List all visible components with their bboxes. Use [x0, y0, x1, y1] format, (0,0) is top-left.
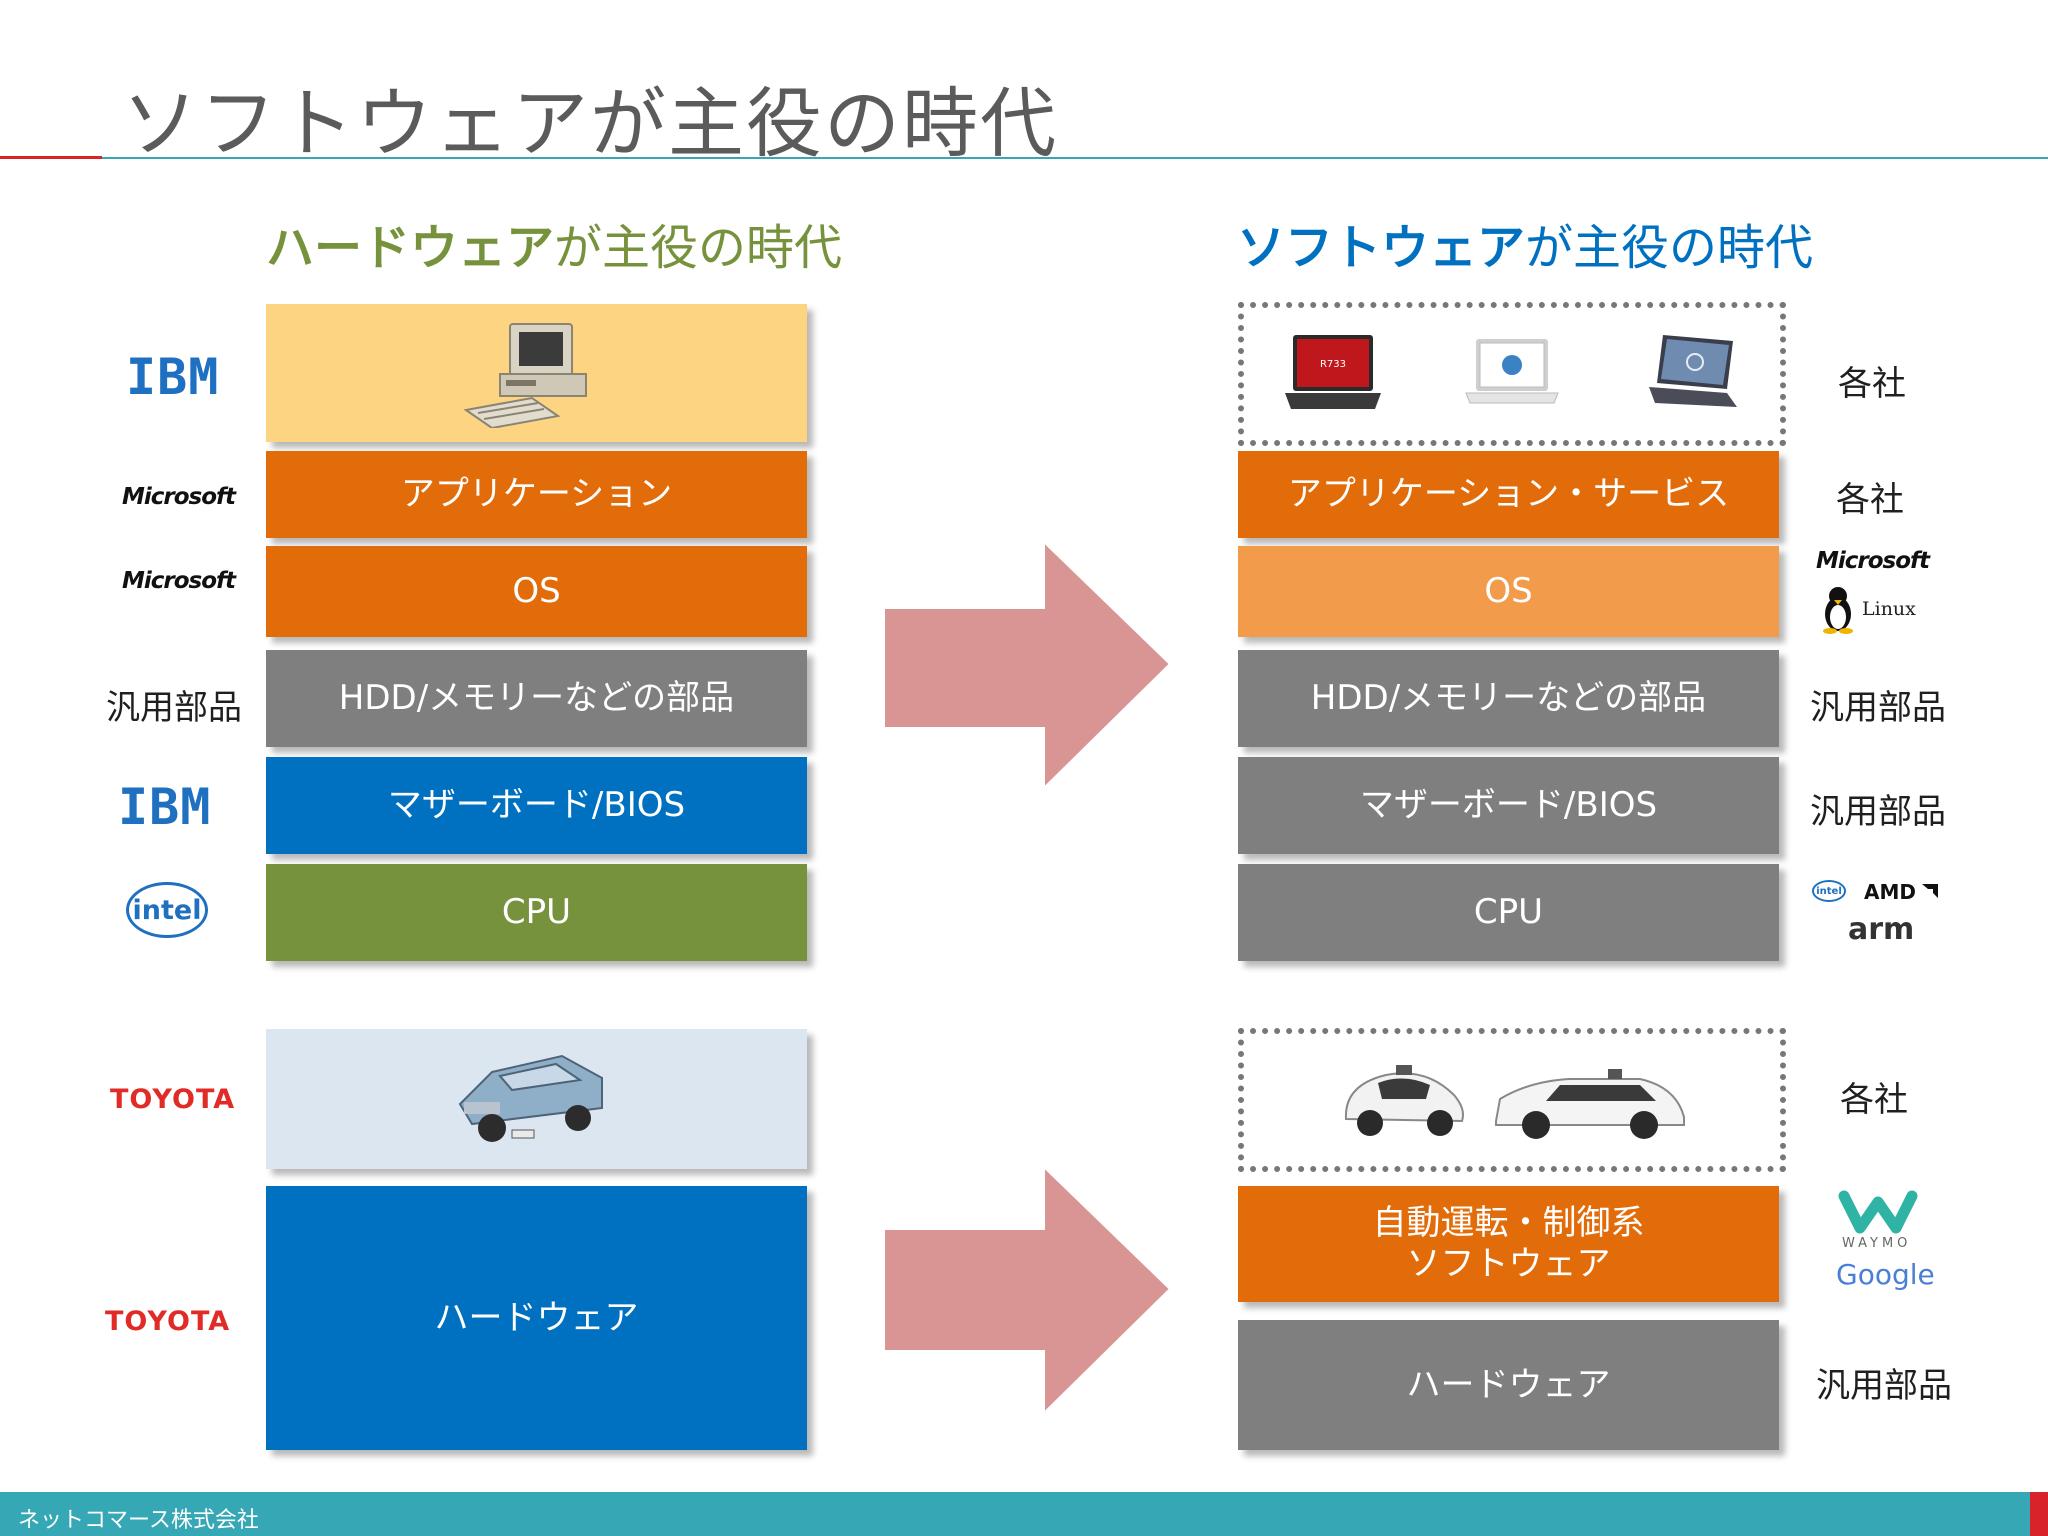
maker-generic-parts: 汎用部品	[1810, 792, 1946, 832]
google-logo: Google	[1836, 1258, 1935, 1291]
layer-label: HDD/メモリーなどの部品	[338, 678, 735, 719]
footer-company-name: ネットコマース株式会社	[18, 1508, 259, 1533]
right-heading-bold: ソフトウェア	[1237, 220, 1526, 276]
left-layer-os: OS	[266, 546, 807, 637]
layer-label: ハードウェア	[1406, 1364, 1611, 1405]
vintage-car-icon	[458, 1054, 603, 1142]
left-layer-car-hardware: ハードウェア	[266, 1186, 807, 1450]
laptop-red-icon: R733	[1285, 335, 1382, 409]
right-layer-autonomous-software: 自動運転・制御系 ソフトウェア	[1238, 1186, 1779, 1302]
right-layer-car-hardware: ハードウェア	[1238, 1320, 1779, 1450]
ibm-logo: IBM	[126, 348, 220, 406]
left-heading-bold: ハードウェア	[266, 220, 555, 276]
microsoft-logo: Microsoft	[122, 484, 236, 510]
linux-logo-text: Linux	[1862, 598, 1916, 620]
left-layer-application: アプリケーション	[266, 451, 807, 538]
right-laptops-box: R733	[1238, 302, 1786, 446]
title-rule-accent	[0, 156, 102, 159]
transition-arrow-pc	[883, 540, 1172, 790]
right-layer-parts: HDD/メモリーなどの部品	[1238, 650, 1779, 747]
left-heading: ハードウェアが主役の時代	[266, 208, 842, 278]
maker-generic-parts: 汎用部品	[1816, 1366, 1952, 1406]
layer-label: CPU	[1473, 892, 1544, 933]
maker-generic-parts: 汎用部品	[1810, 688, 1946, 728]
right-layer-motherboard: マザーボード/BIOS	[1238, 757, 1779, 854]
maker-various: 各社	[1838, 364, 1906, 404]
left-heading-rest: が主役の時代	[554, 220, 843, 276]
layer-label: OS	[1484, 571, 1533, 612]
microsoft-logo: Microsoft	[122, 568, 236, 594]
waymo-minivan-icon	[1495, 1069, 1685, 1139]
toyota-logo: TOYOTA	[105, 1306, 231, 1337]
transition-arrow-car	[883, 1165, 1172, 1415]
layer-label-line1: 自動運転・制御系	[1372, 1203, 1645, 1244]
layer-label: マザーボード/BIOS	[1359, 785, 1658, 826]
vintage-pc-icon	[462, 323, 587, 428]
maker-various: 各社	[1840, 1080, 1908, 1120]
layer-label: マザーボード/BIOS	[387, 785, 686, 826]
intel-logo-text: intel	[132, 894, 202, 926]
right-heading: ソフトウェアが主役の時代	[1237, 208, 1813, 278]
footer-accent	[2030, 1492, 2048, 1536]
layer-label: アプリケーション・サービス	[1287, 474, 1730, 515]
layer-label: OS	[512, 571, 561, 612]
amd-arrow-icon	[1922, 884, 1938, 898]
page-title: ソフトウェアが主役の時代	[122, 79, 1058, 168]
laptop-dell-icon	[1648, 335, 1737, 407]
left-layer-parts: HDD/メモリーなどの部品	[266, 650, 807, 747]
title-rule	[102, 157, 2048, 159]
layer-label: HDD/メモリーなどの部品	[1310, 678, 1707, 719]
right-layer-cpu: CPU	[1238, 864, 1779, 961]
left-car-image-box	[266, 1029, 807, 1169]
waymo-w-icon	[1838, 1190, 1918, 1234]
laptop-model-label: R733	[1320, 359, 1346, 370]
layer-label: アプリケーション	[400, 474, 673, 515]
left-pc-image-box	[266, 304, 807, 442]
right-cars-box	[1238, 1028, 1786, 1172]
right-layer-os: OS	[1238, 546, 1779, 637]
waymo-firefly-car-icon	[1344, 1065, 1464, 1136]
maker-various: 各社	[1836, 480, 1904, 520]
linux-tux-icon	[1823, 587, 1853, 634]
intel-logo: intel	[126, 882, 208, 938]
footer-bar	[0, 1492, 2030, 1536]
layer-label: CPU	[501, 892, 572, 933]
intel-logo: intel	[1812, 880, 1846, 902]
maker-generic-parts: 汎用部品	[106, 688, 242, 728]
arm-logo: arm	[1848, 912, 1915, 947]
amd-logo: AMD	[1864, 880, 1916, 904]
waymo-logo-text: WAYMO	[1842, 1236, 1912, 1251]
microsoft-logo: Microsoft	[1816, 548, 1930, 574]
right-heading-rest: が主役の時代	[1525, 220, 1814, 276]
left-layer-cpu: CPU	[266, 864, 807, 961]
layer-label-line2: ソフトウェア	[1406, 1244, 1611, 1284]
ibm-logo: IBM	[118, 778, 212, 836]
right-layer-application: アプリケーション・サービス	[1238, 451, 1779, 538]
toyota-logo: TOYOTA	[110, 1084, 236, 1115]
left-layer-motherboard: マザーボード/BIOS	[266, 757, 807, 854]
laptop-hp-icon	[1465, 339, 1559, 404]
intel-logo-text: intel	[1816, 885, 1842, 897]
layer-label: ハードウェア	[434, 1297, 639, 1338]
